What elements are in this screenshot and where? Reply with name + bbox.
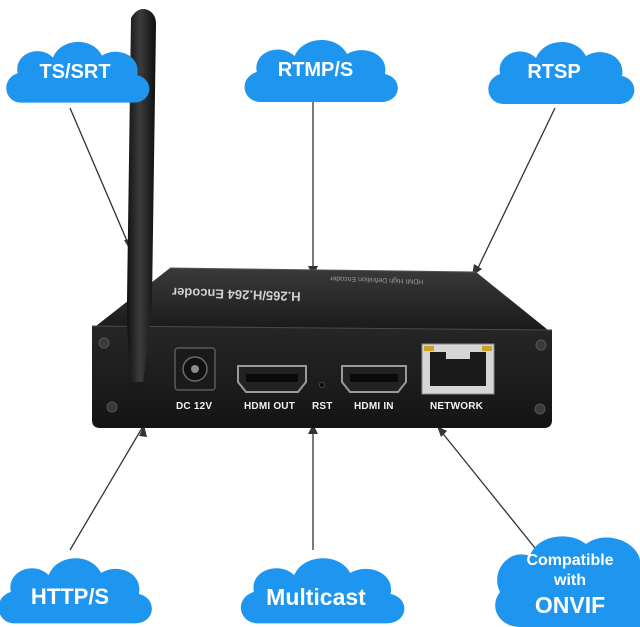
- leader-line-rtsp: [475, 107, 556, 273]
- leader-line-http: [69, 427, 143, 551]
- arrow-onvif: [437, 426, 447, 437]
- device-lid: [96, 268, 548, 330]
- leader-lines: [69, 100, 556, 551]
- cloud-label-multicast: Multicast: [266, 584, 366, 610]
- cloud-label-http: HTTP/S: [30, 584, 110, 609]
- cloud-label-rtsp: RTSP: [527, 61, 581, 83]
- cloud-label-rtmp: RTMP/S: [277, 59, 354, 81]
- panel-screws: [98, 337, 547, 415]
- screw-icon: [106, 401, 118, 413]
- reset-hole: [318, 381, 326, 389]
- hdmi-out-port: [237, 365, 307, 393]
- arrow-multicast: [308, 424, 318, 434]
- port-label-rst: RST: [312, 401, 333, 412]
- cloud-label-ts-srt: TS/SRT: [39, 61, 111, 83]
- port-label-hdmi-in: HDMI IN: [354, 401, 394, 412]
- port-label-dc: DC 12V: [176, 401, 213, 412]
- cloud-label-onvif-line2: with: [554, 572, 586, 589]
- screw-icon: [98, 337, 110, 349]
- screw-icon: [535, 339, 547, 351]
- wifi-antenna: [126, 9, 156, 396]
- leader-line-onvif: [439, 429, 536, 549]
- cloud-label-onvif-line3: ONVIF: [534, 592, 606, 618]
- screw-icon: [534, 403, 546, 415]
- port-label-network: NETWORK: [430, 401, 484, 412]
- leader-line-ts-srt: [69, 107, 131, 249]
- dc-power-jack: [174, 347, 216, 391]
- rj45-network-port: [421, 343, 495, 395]
- port-label-hdmi-out: HDMI OUT: [244, 401, 296, 412]
- arrow-http: [139, 425, 147, 437]
- cloud-label-onvif-line1: Compatible: [526, 552, 614, 569]
- hdmi-in-port: [341, 365, 407, 393]
- cloud-onvif: [495, 536, 640, 627]
